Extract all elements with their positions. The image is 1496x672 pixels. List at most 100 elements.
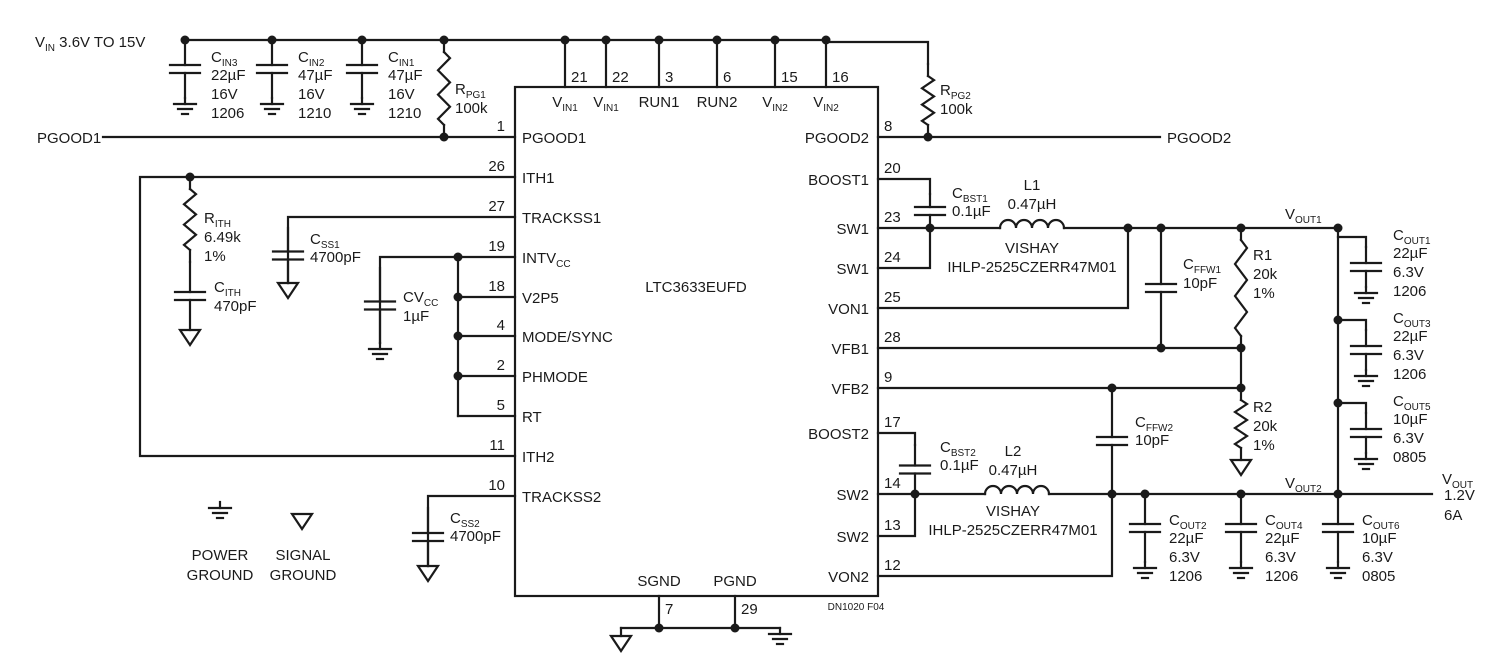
cout1-value: 1206: [1393, 283, 1426, 300]
cout1-value: 6.3V: [1393, 264, 1424, 281]
cin2-value: 16V: [298, 86, 325, 103]
pin-name: MODE/SYNC: [522, 329, 613, 346]
pin-name: PHMODE: [522, 369, 588, 386]
cout5-label: COUT5: [1393, 393, 1431, 413]
pin-name: TRACKSS2: [522, 489, 601, 506]
pin-name: RUN2: [697, 94, 738, 111]
junction-dot: [357, 35, 367, 45]
pin-name: PGOOD2: [805, 130, 869, 147]
pin-number: 22: [612, 69, 629, 86]
pin-name: VFB2: [831, 381, 869, 398]
pin-number: 19: [488, 238, 505, 255]
cffw2-label: CFFW2: [1135, 414, 1173, 434]
l2-part: VISHAY: [986, 503, 1040, 520]
cout4-value: 22µF: [1265, 530, 1300, 547]
cin1-label: CIN1: [388, 49, 415, 69]
junction-dot: [654, 35, 664, 45]
junction-dots: [180, 35, 1343, 633]
pin-name: RT: [522, 409, 542, 426]
pin-number: 1: [497, 118, 505, 135]
pin-number: 18: [488, 278, 505, 295]
cin3-value: 1206: [211, 105, 244, 122]
junction-dot: [925, 223, 935, 233]
pgood1-net-label: PGOOD1: [37, 130, 101, 147]
vin-label: VIN 3.6V TO 15V: [35, 34, 145, 54]
cout2-value: 6.3V: [1169, 549, 1200, 566]
junction-dot: [1156, 343, 1166, 353]
cin1-value: 16V: [388, 86, 415, 103]
cin3-value: 16V: [211, 86, 238, 103]
cbst1-value: 0.1µF: [952, 203, 991, 220]
pin-number: 24: [884, 249, 901, 266]
signal-ground-legend: SIGNAL: [275, 547, 330, 564]
vout1-label: VOUT1: [1285, 206, 1322, 226]
ic-part-number: LTC3633EUFD: [645, 279, 747, 296]
resistor-zigzag: [920, 74, 936, 127]
inductor-coil: [998, 218, 1066, 230]
cout6-value: 10µF: [1362, 530, 1397, 547]
pin-name: SGND: [637, 573, 681, 590]
cout4-value: 1206: [1265, 568, 1298, 585]
junction-dot: [453, 331, 463, 341]
pin-number: 14: [884, 475, 901, 492]
junction-dot: [1107, 489, 1117, 499]
signal-ground-symbol: [1228, 458, 1254, 477]
pin-name: SW2: [836, 529, 869, 546]
r1-value: 20k: [1253, 266, 1278, 283]
cout2-value: 22µF: [1169, 530, 1204, 547]
pin-name: SW1: [836, 221, 869, 238]
vin2-wire: [824, 40, 930, 66]
junction-dot: [560, 35, 570, 45]
cout3-label: COUT3: [1393, 310, 1431, 330]
pin-number: 21: [571, 69, 588, 86]
l1-label: L1: [1024, 177, 1041, 194]
pin-name: INTVCC: [522, 250, 571, 270]
pin-number: 2: [497, 357, 505, 374]
figure-id: DN1020 F04: [828, 602, 885, 613]
l2-part: IHLP-2525CZERR47M01: [928, 522, 1097, 539]
rpg1-value: 100k: [455, 100, 488, 117]
pin-name: PGOOD1: [522, 130, 586, 147]
css2-label: CSS2: [450, 510, 480, 530]
rith-value: 6.49k: [204, 229, 241, 246]
pin-number: 11: [489, 437, 505, 454]
rpg2-value: 100k: [940, 101, 973, 118]
pin-name: VIN1: [593, 94, 619, 114]
intvcc-wire: [378, 255, 517, 345]
signal-ground-symbol: [289, 512, 315, 531]
pin-number: 8: [884, 118, 892, 135]
cith-value: 470pF: [214, 298, 257, 315]
pin-name: TRACKSS1: [522, 210, 601, 227]
pin-number: 7: [665, 601, 673, 618]
cout2-value: 1206: [1169, 568, 1202, 585]
junction-dot: [453, 371, 463, 381]
resistor-zigzag: [436, 50, 452, 127]
pin-number: 6: [723, 69, 731, 86]
pin-number: 28: [884, 329, 901, 346]
pgood2-net-label: PGOOD2: [1167, 130, 1231, 147]
junction-dot: [180, 35, 190, 45]
von1-wire: [876, 226, 1130, 310]
pin-number: 15: [781, 69, 798, 86]
pin-name: ITH2: [522, 449, 555, 466]
junction-dot: [821, 35, 831, 45]
cout6-label: COUT6: [1362, 512, 1400, 532]
cin2-value: 47µF: [298, 67, 333, 84]
css1-label: CSS1: [310, 231, 340, 251]
l1-part: IHLP-2525CZERR47M01: [947, 259, 1116, 276]
pin-name: BOOST1: [808, 172, 869, 189]
pin-name: VFB1: [831, 341, 869, 358]
pin-number: 29: [741, 601, 758, 618]
cout5-value: 6.3V: [1393, 430, 1424, 447]
signal-ground-symbol: [608, 634, 634, 653]
cap-wire: [1336, 235, 1368, 249]
cin2-label: CIN2: [298, 49, 325, 69]
pin-number: 13: [884, 517, 901, 534]
junction-dot: [1333, 223, 1343, 233]
pin-number: 16: [832, 69, 849, 86]
cap-wire: [1336, 318, 1368, 332]
components: [168, 50, 1383, 653]
resistor-zigzag: [1233, 238, 1249, 338]
cout4-label: COUT4: [1265, 512, 1303, 532]
cffw2-value: 10pF: [1135, 432, 1169, 449]
